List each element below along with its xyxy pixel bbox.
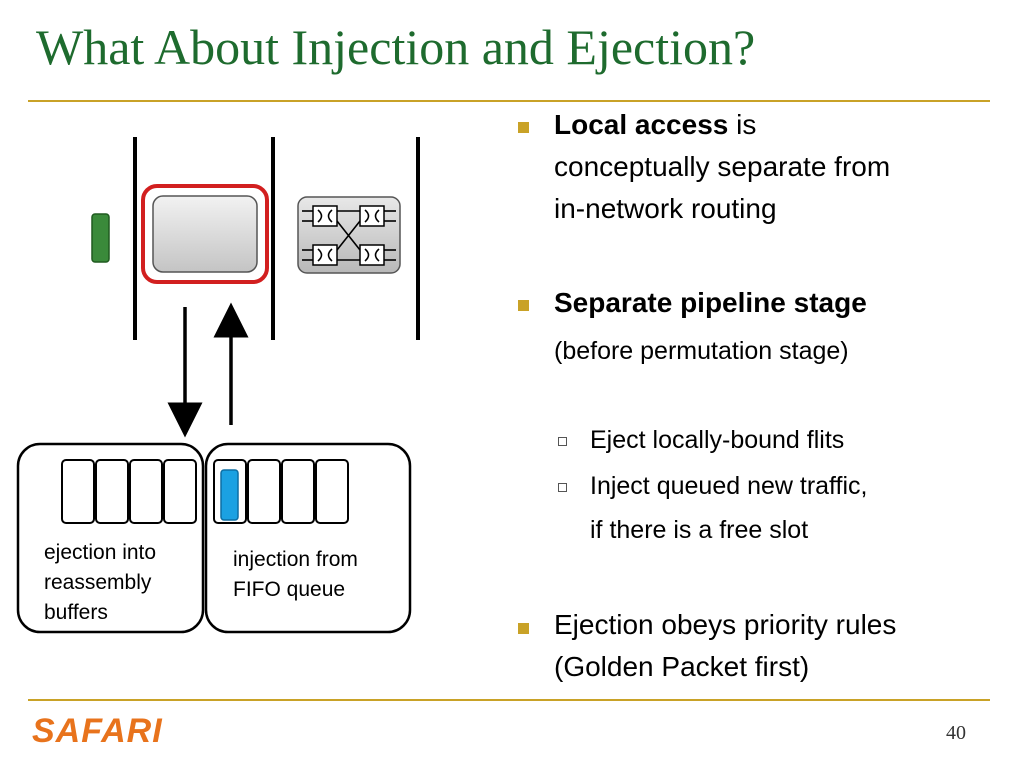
ejection-label-line: ejection into — [44, 541, 157, 564]
sub-bullet-inject-cont: if there is a free slot — [590, 516, 809, 544]
bullet-text-line: (Golden Packet first) — [554, 651, 810, 682]
bullet-marker — [518, 623, 529, 634]
slide-title: What About Injection and Ejection? — [36, 19, 756, 75]
injection-label: injection from FIFO queue — [233, 545, 358, 605]
footer-divider — [28, 699, 990, 701]
sub-bullet-marker — [558, 483, 567, 492]
bullet-ejection-priority: Ejection obeys priority rules (Golden Pa… — [554, 604, 896, 688]
injection-ejection-diagram — [16, 137, 420, 634]
page-number: 40 — [946, 722, 966, 744]
sub-bullet-marker — [558, 437, 567, 446]
permutation-network-icon — [297, 196, 401, 274]
injection-label-line: FIFO queue — [233, 578, 346, 601]
green-flit — [91, 213, 110, 263]
bullet-marker — [518, 300, 529, 311]
bullet-text-line: in-network routing — [554, 193, 777, 224]
bullet-pipeline-stage: Separate pipeline stage — [554, 282, 867, 324]
title-divider — [28, 100, 990, 102]
ejection-buffer-slots — [61, 459, 197, 524]
bullet-local-access: Local access is conceptually separate fr… — [554, 104, 890, 230]
sub-bullet-inject: Inject queued new traffic, — [590, 472, 868, 500]
bullet-text-line: conceptually separate from — [554, 151, 891, 182]
bullet-pipeline-sub: (before permutation stage) — [554, 337, 849, 365]
ejection-label-line: buffers — [44, 601, 108, 624]
bullet-bold-text: Local access — [554, 109, 729, 140]
ejection-label-line: reassembly — [44, 571, 152, 594]
blue-flit — [220, 469, 239, 521]
ejection-label: ejection into reassembly buffers — [44, 538, 156, 628]
bullet-marker — [518, 122, 529, 133]
bullet-text: is — [728, 109, 757, 140]
bullet-text-line: Ejection obeys priority rules — [554, 609, 897, 640]
router-block — [152, 195, 258, 273]
injection-label-line: injection from — [233, 548, 358, 571]
bullet-bold-text: Separate pipeline stage — [554, 287, 867, 318]
safari-logo: SAFARI — [32, 712, 163, 750]
sub-bullet-eject: Eject locally-bound flits — [590, 426, 845, 454]
